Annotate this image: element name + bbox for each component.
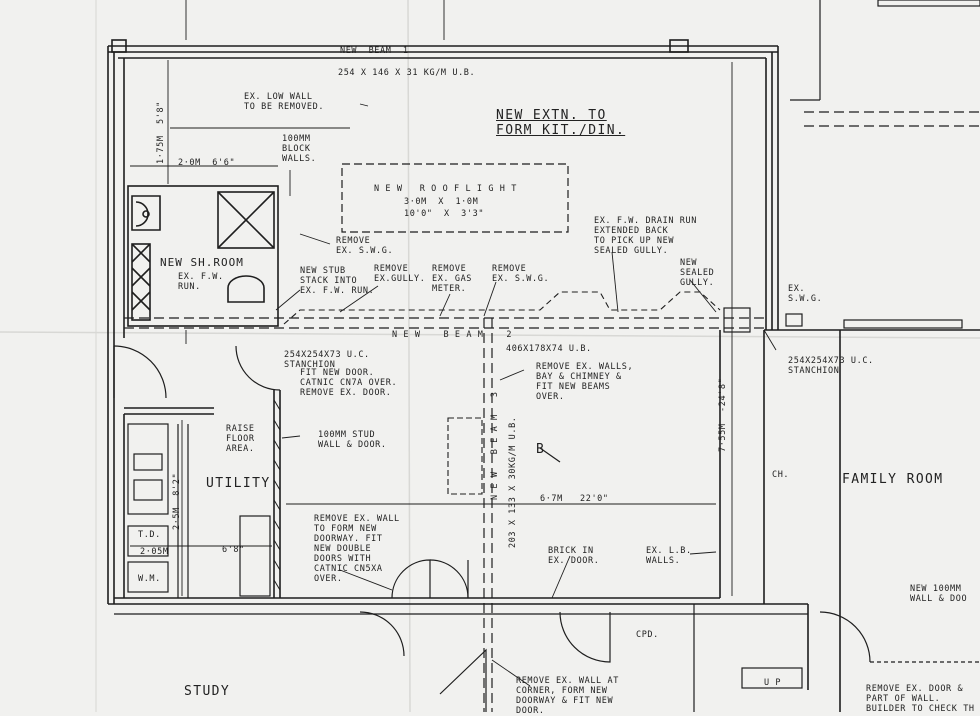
beam2-spec: 406X178X74 U.B. [506, 344, 592, 354]
remove-door-right-note: REMOVE EX. DOOR & PART OF WALL. BUILDER … [866, 684, 975, 714]
remove-gas-note: REMOVE EX. GAS METER. [432, 264, 473, 294]
ch-label: CH. [772, 470, 790, 480]
remove-wall-door-note: REMOVE EX. WALL TO FORM NEW DOORWAY. FIT… [314, 514, 400, 584]
family-room-label: FAMILY ROOM [842, 472, 944, 487]
dim-1-75m: 1·75m 5'8" [156, 101, 166, 164]
leader-lines [185, 0, 777, 687]
beam3-spec: 203 X 133 X 30kg/m U.B. [508, 416, 518, 548]
up-label: U P [764, 678, 782, 688]
dim-2-0m: 2·0m 6'6" [178, 158, 236, 168]
stud-wall-hatch [273, 399, 281, 591]
beam3-label: N E W B E A M 3 [490, 391, 500, 500]
section-marker-b: B [536, 442, 546, 457]
raise-floor-note: RAISE FLOOR AREA. [226, 424, 255, 454]
remove-gully-note: REMOVE EX.GULLY. [374, 264, 426, 284]
wm-label: W.M. [138, 574, 161, 584]
door-note: FIT NEW DOOR. CATNIC CN7A OVER. REMOVE E… [300, 368, 398, 398]
rooflight-title: N E W R O O F L I G H T [374, 184, 517, 194]
shower-room-label: NEW SH.ROOM [160, 256, 244, 269]
dim-2-05m: 2·05m [140, 547, 169, 557]
lb-walls-note: EX. L.B. WALLS. [646, 546, 692, 566]
new-wall-right-note: NEW 100mm WALL & DOO [910, 584, 968, 604]
beam2-label: N E W B E A M 2 [392, 330, 513, 340]
stub-stack-note: NEW STUB STACK INTO EX. F.W. RUN. [300, 266, 375, 296]
sealed-gully-note: NEW SEALED GULLY. [680, 258, 715, 288]
ex-fw-run-note: EX. F.W. RUN. [178, 272, 224, 292]
study-room-label: STUDY [184, 684, 231, 699]
rooflight-metric: 3·0m X 1·0m [404, 197, 479, 207]
remove-corner-note: REMOVE EX. WALL AT CORNER, FORM NEW DOOR… [516, 676, 619, 716]
house-walls [107, 329, 980, 712]
rooflight-imperial: 10'0" X 3'3" [404, 209, 485, 219]
brick-door-note: BRICK IN EX. DOOR. [548, 546, 600, 566]
dimension-lines [130, 60, 733, 596]
dim-2-5m: 2·5m 8'2" [172, 472, 182, 530]
drain-run-note: EX. F.W. DRAIN RUN EXTENDED BACK TO PICK… [594, 216, 697, 256]
stanchion-right-note: 254X254X73 U.C. STANCHION [788, 356, 874, 376]
block-walls-note: 100mm BLOCK WALLS. [282, 134, 317, 164]
utility-fittings [127, 423, 271, 598]
remove-swg-note-2: REMOVE EX. S.W.G. [492, 264, 550, 284]
stanchion-left-note: 254X254X73 U.C. STANCHION [284, 350, 370, 370]
beam1-label: NEW BEAM 1 [340, 46, 409, 56]
shower-room-walls [127, 185, 279, 327]
dim-6-7m: 6·7m 22'0" [540, 494, 609, 504]
td-label: T.D. [138, 530, 161, 540]
ex-swg-note: EX. S.W.G. [788, 284, 823, 304]
door-swings [113, 345, 871, 712]
remove-walls-note: REMOVE EX. WALLS, BAY & CHIMNEY & FIT NE… [536, 362, 634, 402]
remove-swg-note-1: REMOVE EX. S.W.G. [336, 236, 394, 256]
extension-outer-walls [107, 39, 779, 342]
stud-wall-note: 100mm STUD WALL & DOOR. [318, 430, 387, 450]
cupboard-label: CPD. [636, 630, 659, 640]
dim-6-8: 6'8" [222, 545, 245, 555]
utility-room-label: UTILITY [206, 476, 271, 491]
beam1-spec: 254 X 146 X 31 kg/m U.B. [338, 68, 476, 78]
new-extension-room-label: NEW EXTN. TO FORM KIT./DIN. [496, 108, 626, 138]
dim-7-55m: 7·55m -24'8" [718, 377, 728, 452]
low-wall-note: EX. LOW WALL TO BE REMOVED. [244, 92, 325, 112]
